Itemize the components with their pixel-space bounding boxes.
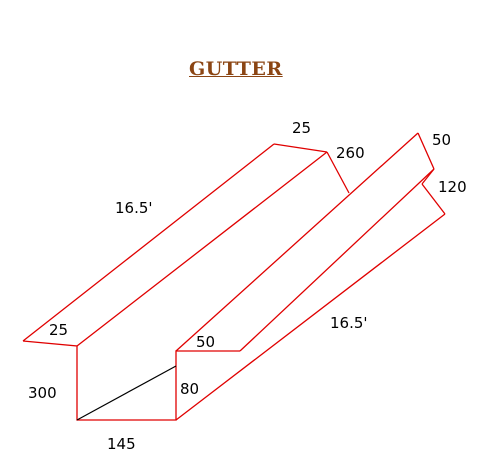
diagonal-brace	[76, 365, 177, 421]
front-side-connector	[421, 168, 435, 185]
dim-bottom-lip: 50	[196, 333, 216, 351]
dim-front-side: 120	[438, 178, 467, 196]
bottom-far-edge	[175, 213, 446, 421]
front-lip-outer-edge	[239, 168, 435, 352]
dim-top-left-lip: 25	[49, 321, 69, 339]
dim-front-height: 80	[180, 380, 200, 398]
back-panel-top-edge	[76, 151, 328, 347]
dim-front-top: 50	[432, 131, 452, 149]
dim-back-height: 300	[28, 384, 57, 402]
top-lip-edge	[22, 143, 275, 342]
dim-right-length: 16.5'	[330, 314, 368, 332]
diagram-title: GUTTER	[189, 58, 283, 80]
back-slope-edge	[326, 151, 350, 194]
bottom-lip-inner-edge	[175, 132, 419, 352]
dim-back-slope: 260	[336, 144, 365, 162]
dim-left-length: 16.5'	[115, 199, 153, 217]
dim-top-right-lip: 25	[292, 119, 312, 137]
front-top-far	[417, 132, 435, 170]
end-profile	[22, 340, 240, 421]
dim-bottom-width: 145	[107, 435, 136, 453]
top-lip-far-end	[273, 143, 328, 153]
gutter-outline	[22, 132, 446, 421]
front-side-edge	[421, 183, 446, 215]
